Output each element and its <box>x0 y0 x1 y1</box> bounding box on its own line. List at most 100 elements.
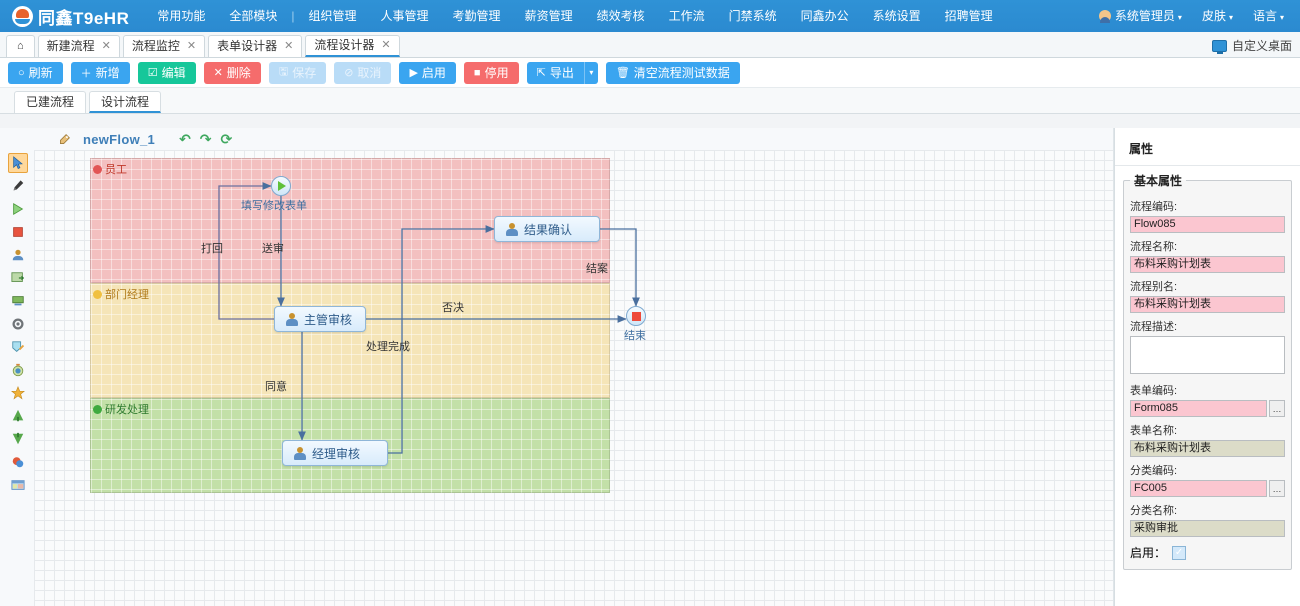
node-task-manager-review[interactable]: 经理审核 <box>282 440 388 466</box>
custom-desktop-label: 自定义桌面 <box>1232 37 1292 54</box>
tab-liuchengshejiqi[interactable]: 流程设计器 ✕ <box>305 35 399 57</box>
form-code-input[interactable]: Form085 <box>1130 400 1267 417</box>
start-node-tool-icon[interactable] <box>8 199 28 219</box>
lane-department-manager[interactable] <box>90 283 610 398</box>
nav-item-tongxinbangong[interactable]: 同鑫办公 <box>789 0 861 32</box>
node-end[interactable] <box>626 306 646 326</box>
top-navigation-bar: 同鑫T9eHR 常用功能 全部模块 | 组织管理 人事管理 考勤管理 薪资管理 … <box>0 0 1300 32</box>
export-dropdown-arrow[interactable]: ▾ <box>584 62 598 84</box>
end-node-tool-icon[interactable] <box>8 222 28 242</box>
join-gateway-tool-icon[interactable] <box>8 429 28 449</box>
nav-item-renshiguanli[interactable]: 人事管理 <box>369 0 441 32</box>
close-icon[interactable]: ✕ <box>284 36 293 57</box>
enable-button[interactable]: ▶ 启用 <box>399 62 455 84</box>
tab-home[interactable]: ⌂ <box>6 35 35 57</box>
close-icon[interactable]: ✕ <box>102 36 111 57</box>
button-label: 启用 <box>422 64 446 81</box>
button-label: 编辑 <box>162 64 186 81</box>
nav-item-xitongshezhi[interactable]: 系统设置 <box>861 0 933 32</box>
flow-canvas[interactable]: 员工 部门经理 研发处理 <box>34 150 1113 606</box>
edge-label-submit: 送审 <box>262 240 284 256</box>
nav-item-gongzuoliu[interactable]: 工作流 <box>657 0 717 32</box>
flow-description-textarea[interactable] <box>1130 336 1285 374</box>
sign-task-tool-icon[interactable] <box>8 337 28 357</box>
category-code-input[interactable]: FC005 <box>1130 480 1267 497</box>
nav-item-changyonggongneng[interactable]: 常用功能 <box>145 0 217 32</box>
node-label: 经理审核 <box>312 445 360 462</box>
edge-label-veto: 否决 <box>442 299 464 315</box>
export-split-button[interactable]: ⇱ 导出 ▾ <box>527 62 598 84</box>
nav-item-xinziguanli[interactable]: 薪资管理 <box>513 0 585 32</box>
tab-biaodanshejiqi[interactable]: 表单设计器 ✕ <box>208 35 302 57</box>
category-code-picker-button[interactable]: … <box>1269 480 1285 497</box>
nav-item-jixiaokaohe[interactable]: 绩效考核 <box>585 0 657 32</box>
delete-button[interactable]: ✕ 删除 <box>204 62 261 84</box>
skin-menu[interactable]: 皮肤▾ <box>1192 0 1243 34</box>
nav-separator: | <box>289 0 296 32</box>
pen-tool-icon[interactable] <box>8 176 28 196</box>
node-start-fill-form[interactable] <box>271 176 291 196</box>
close-icon[interactable]: ✕ <box>187 36 196 57</box>
button-label: 导出 <box>550 64 574 81</box>
plugin-task-tool-icon[interactable] <box>8 383 28 403</box>
user-task-tool-icon[interactable] <box>8 245 28 265</box>
custom-desktop-button[interactable]: 自定义桌面 <box>1212 37 1292 54</box>
pointer-tool-icon[interactable] <box>8 153 28 173</box>
language-label: 语言 <box>1253 9 1277 23</box>
add-button[interactable]: ＋ 新增 <box>71 62 130 84</box>
flow-alias-field: 布料采购计划表 <box>1130 296 1285 313</box>
browser-tab-bar: ⌂ 新建流程 ✕ 流程监控 ✕ 表单设计器 ✕ 流程设计器 ✕ 自定义桌面 <box>0 32 1300 58</box>
home-icon: ⌂ <box>17 36 24 57</box>
nav-item-zuzhiguanli[interactable]: 组织管理 <box>297 0 369 32</box>
language-menu[interactable]: 语言▾ <box>1243 0 1294 34</box>
flow-code-input[interactable]: Flow085 <box>1130 216 1285 233</box>
clear-test-data-button[interactable]: 🗑 清空流程测试数据 <box>606 62 740 84</box>
flow-code-label: 流程编码: <box>1130 198 1285 214</box>
designer-header: newFlow_1 ↶ ↷ ⟳ <box>0 128 1113 150</box>
timer-task-tool-icon[interactable] <box>8 360 28 380</box>
node-task-supervisor-review[interactable]: 主管审核 <box>274 306 366 332</box>
category-name-label: 分类名称: <box>1130 502 1285 518</box>
tab-liuchengjiankong[interactable]: 流程监控 ✕ <box>123 35 205 57</box>
subtab-yijianliucheng[interactable]: 已建流程 <box>14 91 86 113</box>
fork-gateway-tool-icon[interactable] <box>8 406 28 426</box>
nav-item-kaoqinguanli[interactable]: 考勤管理 <box>441 0 513 32</box>
redo-icon[interactable]: ↷ <box>200 131 212 148</box>
undo-icon[interactable]: ↶ <box>179 131 191 148</box>
form-code-field: Form085 … <box>1130 400 1285 417</box>
chevron-down-icon: ▾ <box>1280 13 1284 22</box>
subtab-shejiliucheng[interactable]: 设计流程 <box>89 91 161 113</box>
tab-label: 新建流程 <box>47 36 95 57</box>
decision-tool-icon[interactable] <box>8 452 28 472</box>
flow-code-field: Flow085 <box>1130 216 1285 233</box>
nav-item-zhaopinguanli[interactable]: 招聘管理 <box>933 0 1005 32</box>
tab-xinjianliucheng[interactable]: 新建流程 ✕ <box>38 35 120 57</box>
group-task-tool-icon[interactable] <box>8 291 28 311</box>
edit-button[interactable]: ☑ 编辑 <box>138 62 196 84</box>
nav-item-quanbumokuai[interactable]: 全部模块 <box>217 0 289 32</box>
enable-checkbox[interactable]: ✓ <box>1172 546 1186 560</box>
form-code-picker-button[interactable]: … <box>1269 400 1285 417</box>
user-menu[interactable]: 系统管理员▾ <box>1089 0 1192 34</box>
disable-button[interactable]: ■ 停用 <box>464 62 519 84</box>
history-controls: ↶ ↷ ⟳ <box>179 131 232 148</box>
close-icon[interactable]: ✕ <box>381 35 390 56</box>
node-task-result-confirm[interactable]: 结果确认 <box>494 216 600 242</box>
gear-task-tool-icon[interactable] <box>8 314 28 334</box>
sub-process-tool-icon[interactable] <box>8 268 28 288</box>
button-label: 停用 <box>485 64 509 81</box>
lane-name: 部门经理 <box>105 286 149 302</box>
node-caption-end: 结束 <box>624 327 646 343</box>
refresh-button[interactable]: ○ 刷新 <box>8 62 63 84</box>
refresh-icon[interactable]: ⟳ <box>221 131 233 148</box>
flow-alias-input[interactable]: 布料采购计划表 <box>1130 296 1285 313</box>
app-logo: 同鑫T9eHR <box>0 4 129 29</box>
flow-name-input[interactable]: 布料采购计划表 <box>1130 256 1285 273</box>
enable-label: 启用： <box>1130 544 1166 561</box>
nav-item-menjinxitong[interactable]: 门禁系统 <box>717 0 789 32</box>
lane-color-dot <box>93 290 102 299</box>
button-label: 保存 <box>292 64 316 81</box>
form-name-input: 布料采购计划表 <box>1130 440 1285 457</box>
export-button[interactable]: ⇱ 导出 <box>527 62 584 84</box>
lane-tool-icon[interactable] <box>8 475 28 495</box>
